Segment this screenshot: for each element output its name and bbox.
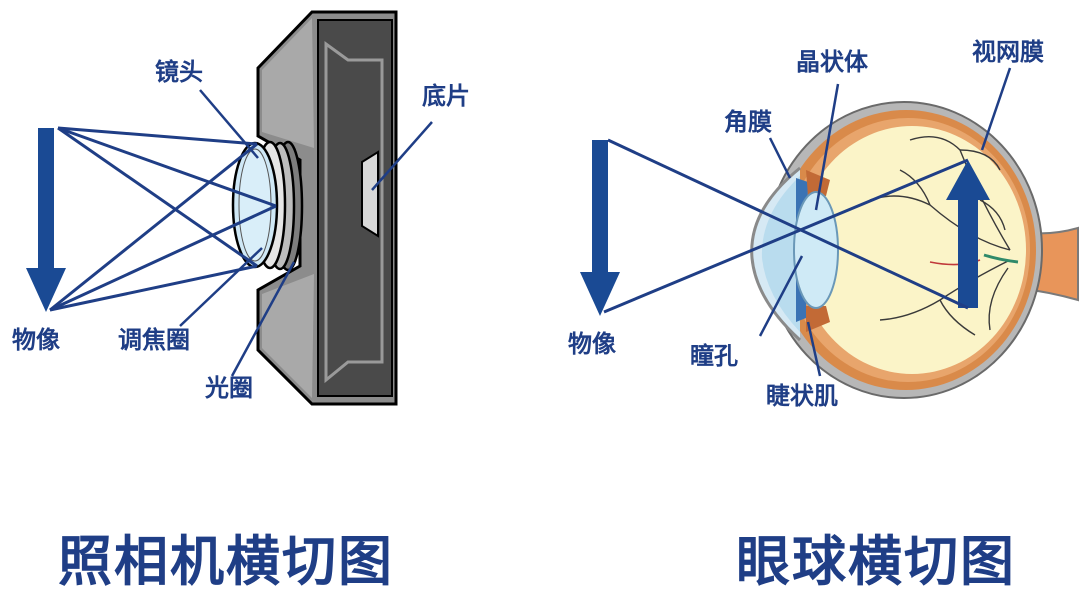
camera-title: 照相机横切图 — [58, 530, 394, 593]
camera-label-object: 物像 — [12, 326, 61, 354]
leader-cornea — [768, 137, 792, 179]
camera-rays — [49, 126, 277, 312]
eye-image-arrow — [946, 160, 990, 308]
leader-retina — [980, 67, 1012, 151]
leader-film — [371, 121, 433, 191]
leader-focus-ring — [179, 247, 263, 327]
eye-label-pupil: 瞳孔 — [690, 342, 738, 370]
camera-bevel — [262, 18, 314, 148]
camera-bevel-lower — [262, 274, 314, 398]
camera-object-arrow — [26, 128, 66, 312]
leader-ciliary — [806, 321, 822, 377]
camera-inner-frame — [324, 41, 384, 384]
eye-rays — [603, 138, 969, 314]
camera-inner-body — [317, 19, 393, 397]
ciliary-body — [806, 170, 830, 196]
leader-lens — [199, 89, 259, 159]
eye-label-object: 物像 — [568, 330, 617, 358]
camera-label-aperture: 光圈 — [204, 374, 253, 402]
ciliary-body-lower — [806, 306, 830, 332]
eye-label-ciliary: 睫状肌 — [766, 382, 838, 410]
camera-lens-inner — [238, 148, 272, 262]
leader-pupil — [758, 255, 804, 337]
eye-title: 眼球横切图 — [736, 530, 1016, 593]
eye-label-cornea: 角膜 — [724, 108, 772, 136]
leader-aperture — [230, 261, 296, 377]
film-slot — [361, 150, 379, 238]
eye-diagram: 晶状体 视网膜 角膜 物像 瞳孔 睫状肌 眼球横切图 — [568, 38, 1079, 593]
vessel-green — [983, 253, 1019, 264]
camera-label-focus-ring: 调焦圈 — [118, 326, 190, 354]
eye-label-lens: 晶状体 — [796, 48, 869, 76]
blood-vessels — [869, 136, 1011, 336]
eye-object-arrow — [580, 140, 620, 316]
crystalline-lens — [793, 191, 839, 309]
camera-diagram: 镜头 底片 物像 调焦圈 光圈 照相机横切图 — [12, 10, 470, 593]
leader-eye-lens — [814, 83, 840, 211]
camera-label-lens: 镜头 — [155, 58, 203, 86]
eye-label-retina: 视网膜 — [972, 38, 1044, 66]
camera-label-film: 底片 — [422, 82, 470, 110]
